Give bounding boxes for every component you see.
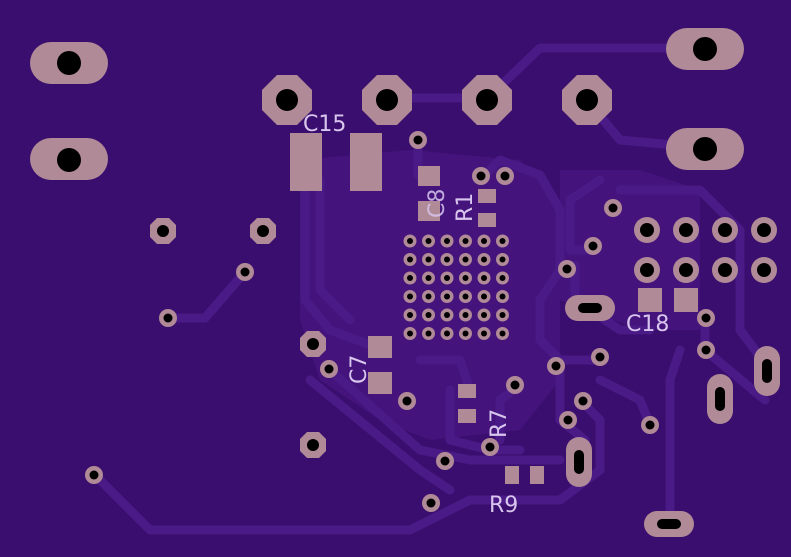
bga-pad-hole xyxy=(444,275,450,281)
bga-pad-hole xyxy=(462,330,469,337)
bga-pad-hole xyxy=(407,330,413,337)
c15-pads xyxy=(290,133,382,191)
bga-pad-hole xyxy=(481,330,487,337)
header-pin-hole xyxy=(679,223,693,237)
header-pin-hole xyxy=(718,263,732,277)
bga-pad-hole xyxy=(425,238,432,244)
vias xyxy=(85,131,715,512)
via-hole xyxy=(163,313,173,323)
header-pin-hole xyxy=(640,263,654,277)
octagon-via-holes xyxy=(157,225,319,451)
label-c15: C15 xyxy=(303,112,346,137)
label-r7: R7 xyxy=(487,409,512,438)
slot-holes xyxy=(574,303,772,529)
via-hole xyxy=(701,345,711,355)
bga-pad-hole xyxy=(444,330,450,337)
bga-pad-hole xyxy=(462,275,469,281)
bga-pad-hole xyxy=(444,293,450,300)
via-hole xyxy=(440,456,450,466)
via-hole xyxy=(240,267,250,277)
via-hole xyxy=(608,203,618,213)
bga-pad-hole xyxy=(425,293,432,300)
label-c18: C18 xyxy=(626,312,669,337)
label-c7: C7 xyxy=(347,355,372,384)
via-hole xyxy=(426,498,436,508)
header-pin-hole xyxy=(757,223,771,237)
bga-pad-hole xyxy=(444,238,450,244)
via-hole xyxy=(402,396,412,406)
octagon-pad-holes xyxy=(276,89,598,111)
via-hole xyxy=(89,470,99,480)
bga-pad-grid xyxy=(403,234,509,340)
bga-pad-hole xyxy=(462,293,469,300)
via-hole xyxy=(562,264,572,274)
bga-pad-hole xyxy=(481,275,487,281)
bga-pad-hole xyxy=(481,312,487,318)
oval-pad-holes xyxy=(57,37,717,172)
bga-pad-hole xyxy=(481,238,487,244)
via-hole xyxy=(645,420,655,430)
bga-pad-hole xyxy=(444,312,450,318)
pin-header xyxy=(634,217,777,283)
bga-pad-hole xyxy=(481,293,487,300)
via-hole xyxy=(476,171,486,181)
via-hole xyxy=(500,171,510,181)
via-hole xyxy=(701,313,711,323)
bga-pad-hole xyxy=(425,330,432,337)
bga-pad-hole xyxy=(462,256,469,263)
via-hole xyxy=(413,135,423,145)
via-hole xyxy=(510,380,520,390)
bga-pad-hole xyxy=(462,312,469,318)
slot-pads xyxy=(565,295,780,537)
bga-pad-hole xyxy=(462,238,469,244)
via-hole xyxy=(551,361,561,371)
header-pin-hole xyxy=(640,223,654,237)
bga-pad-hole xyxy=(425,256,432,263)
bga-pad-hole xyxy=(407,256,413,263)
smd-pads xyxy=(368,166,698,484)
bga-pad-hole xyxy=(407,312,413,318)
bga-pad-hole xyxy=(499,256,506,263)
bga-pad-hole xyxy=(481,256,487,263)
via-hole xyxy=(595,352,605,362)
header-pin-hole xyxy=(757,263,771,277)
via-hole xyxy=(588,241,598,251)
bga-pad-hole xyxy=(444,256,450,263)
header-pin-hole xyxy=(718,223,732,237)
header-pin-hole xyxy=(679,263,693,277)
bga-pad-hole xyxy=(499,330,506,337)
bga-pad-hole xyxy=(407,238,413,244)
via-hole xyxy=(578,396,588,406)
label-c8: C8 xyxy=(425,189,450,218)
via-hole xyxy=(324,364,334,374)
label-r9: R9 xyxy=(489,493,518,518)
bga-pad-hole xyxy=(407,293,413,300)
bga-pad-hole xyxy=(499,293,506,300)
bga-pad-hole xyxy=(499,238,506,244)
via-hole xyxy=(563,415,573,425)
label-r1: R1 xyxy=(453,193,478,222)
bga-pad-hole xyxy=(499,275,506,281)
bga-pad-hole xyxy=(407,275,413,281)
bga-pad-hole xyxy=(499,312,506,318)
via-hole xyxy=(485,442,495,452)
bga-pad-hole xyxy=(425,275,432,281)
bga-pad-hole xyxy=(425,312,432,318)
